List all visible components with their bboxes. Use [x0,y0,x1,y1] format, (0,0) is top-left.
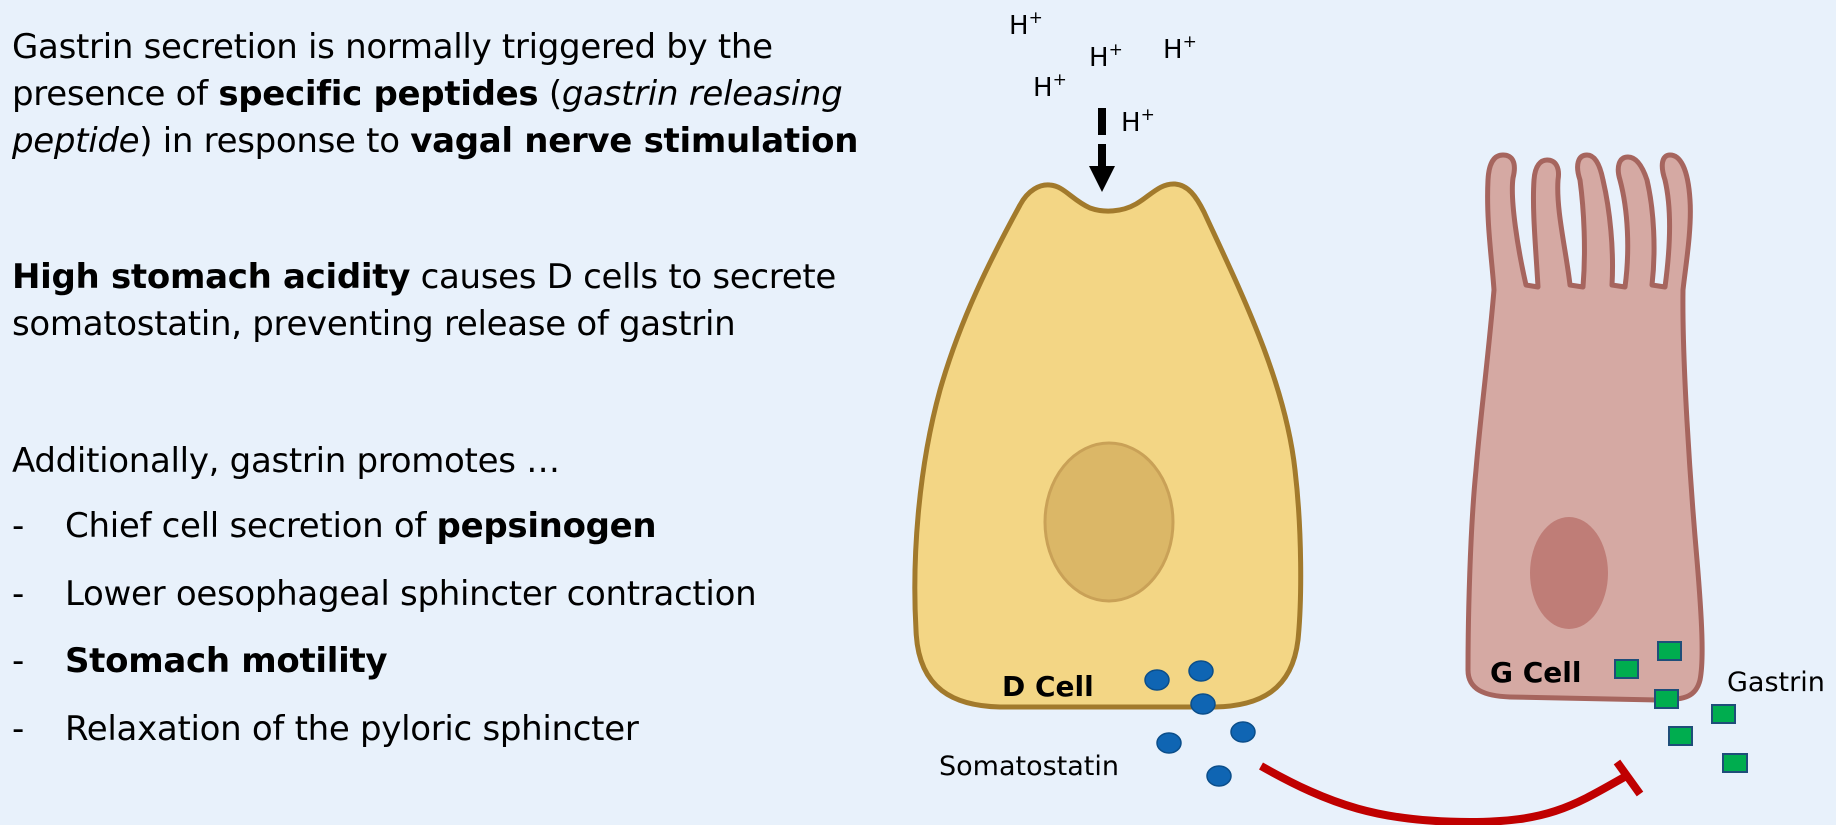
text: Additionally, gastrin promotes … [12,441,560,481]
gastrin-square [1711,704,1736,724]
proton-ion: H+ [1163,32,1197,65]
proton-ion: H+ [1121,105,1155,138]
somatostatin-molecules [1144,660,1256,787]
somatostatin-dot [1144,669,1170,691]
d-cell: D Cell [912,181,1304,710]
bold-text: pepsinogen [436,506,657,546]
gastrin-molecules [1614,641,1748,773]
somatostatin-dot [1206,765,1232,787]
paragraph-gastrin-trigger: Gastrin secretion is normally triggered … [12,24,858,165]
gastrin-square [1614,659,1639,679]
bullet-dash: - [12,506,24,546]
g-cell-body [1465,152,1705,703]
text: Gastrin secretion is normally triggered … [12,27,773,67]
inhibition-line [1259,762,1630,825]
somatostatin-label: Somatostatin [939,751,1119,782]
text: Chief cell secretion of [65,506,437,546]
g-cell-label: G Cell [1490,656,1581,689]
text: presence of [12,74,219,114]
somatostatin-dot [1156,732,1182,754]
g-cell: G Cell [1465,152,1705,703]
proton-ion: H+ [1089,40,1123,73]
text: ) in response to [139,121,411,161]
gastrin-label: Gastrin [1727,667,1825,698]
somatostatin-dot [1230,721,1256,743]
italic-text: gastrin releasing [561,74,843,114]
somatostatin-dot [1188,660,1214,682]
paragraph-additionally: Additionally, gastrin promotes … [12,438,560,485]
bold-text: Stomach motility [65,641,388,681]
gastrin-square [1657,641,1682,661]
proton-ion: H+ [1033,70,1067,103]
d-cell-label: D Cell [1002,670,1094,703]
somatostatin-dot [1190,693,1216,715]
inhibition-bar-icon [1613,759,1644,797]
text: causes D cells to secrete [410,257,837,297]
proton-ions: H+ H+ H+ H+ H+ [1009,8,1197,138]
bullet-dash: - [12,641,24,681]
text: Relaxation of the pyloric sphincter [65,709,639,749]
bullet-dash: - [12,574,24,614]
inhibition-arrow [1259,759,1644,825]
bullet-dash: - [12,709,24,749]
down-arrow-icon [1089,108,1115,192]
italic-text: peptide [12,121,140,161]
d-cell-nucleus [1043,441,1175,603]
bold-text: High stomach acidity [12,257,411,297]
text: ( [538,74,562,114]
text: somatostatin, preventing release of gast… [12,304,736,344]
paragraph-acidity: High stomach acidity causes D cells to s… [12,254,836,348]
bold-text: specific peptides [218,74,539,114]
g-cell-nucleus [1530,517,1608,629]
gastrin-square [1654,689,1679,709]
proton-ion: H+ [1009,8,1043,41]
text: Lower oesophageal sphincter contraction [65,574,757,614]
gastrin-square [1668,726,1693,746]
gastrin-square [1722,753,1748,773]
bold-text: vagal nerve stimulation [410,121,859,161]
